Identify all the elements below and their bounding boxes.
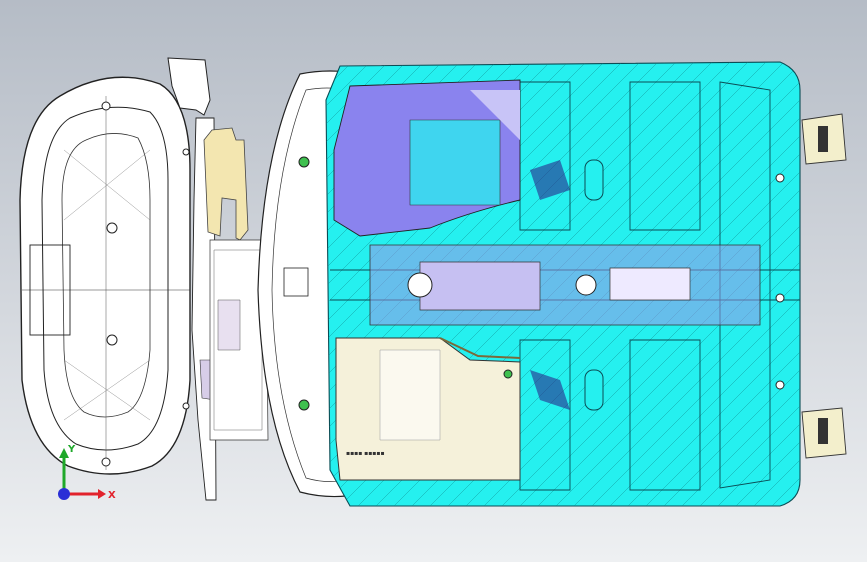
mounting-bracket-top[interactable] — [801, 113, 847, 165]
y-axis-label: Y — [67, 444, 76, 455]
rear-crossmember[interactable] — [203, 127, 269, 441]
z-axis-dot — [58, 488, 70, 500]
spare-tire-well-cover[interactable]: ▪▪▪▪ ▪▪▪▪▪ — [335, 337, 521, 481]
x-axis-label: X — [108, 490, 116, 501]
seat-pan-left[interactable] — [333, 79, 521, 237]
axis-triad: X Y — [58, 444, 116, 501]
part-label: ▪▪▪▪ ▪▪▪▪▪ — [346, 450, 385, 457]
mounting-bracket-bottom[interactable] — [801, 407, 847, 459]
tailgate-inner-panel[interactable] — [19, 76, 191, 475]
